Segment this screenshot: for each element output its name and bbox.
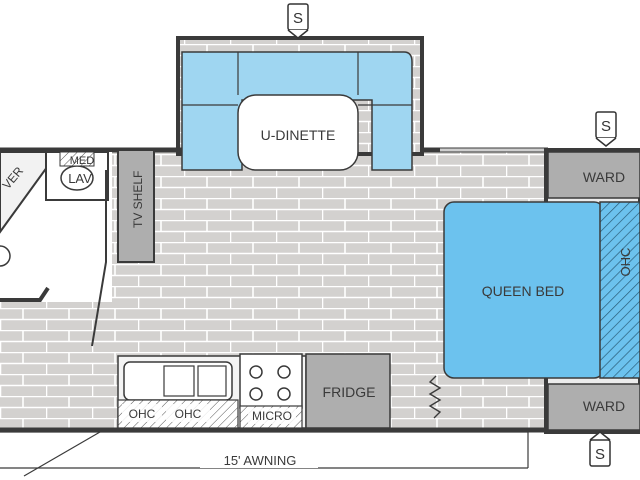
svg-text:S: S xyxy=(601,118,611,135)
ward-top xyxy=(547,151,640,199)
micro-label: MICRO xyxy=(252,409,292,423)
ward-bottom-label: WARD xyxy=(583,398,625,414)
lav-label: LAV xyxy=(68,171,92,186)
ohc-bed-label: OHC xyxy=(618,248,633,277)
slide-marker-bottom: S xyxy=(589,431,611,467)
bed-label: QUEEN BED xyxy=(482,283,564,299)
fridge: FRIDGE xyxy=(305,353,391,429)
dinette-slide: U-DINETTE xyxy=(176,36,424,171)
ohc-bed xyxy=(599,201,640,379)
awning: 15' AWNING xyxy=(0,431,529,477)
slide-marker-right: S xyxy=(595,111,617,147)
tv-shelf-label: TV SHELF xyxy=(131,171,145,228)
svg-text:S: S xyxy=(293,10,303,27)
step-marker xyxy=(428,375,442,419)
svg-text:S: S xyxy=(595,446,605,463)
ward-bottom xyxy=(547,383,640,431)
toilet xyxy=(0,245,11,267)
fridge-label: FRIDGE xyxy=(323,384,376,400)
entry-door-swing xyxy=(23,431,101,477)
exterior-walls xyxy=(0,147,548,433)
ohc-right-label: OHC xyxy=(175,407,202,421)
queen-bed: QUEEN BED OHC xyxy=(443,201,640,379)
dinette-table xyxy=(237,94,359,171)
tv-shelf: TV SHELF xyxy=(117,149,155,263)
awning-label: 15' AWNING xyxy=(224,453,297,468)
dinette-label: U-DINETTE xyxy=(261,127,336,143)
med-label: MED xyxy=(70,155,95,167)
slide-marker-top: S xyxy=(287,3,309,39)
kitchen: OHC OHC MICRO xyxy=(117,353,307,429)
ward-top-label: WARD xyxy=(583,169,625,185)
ohc-left-label: OHC xyxy=(129,407,156,421)
stove xyxy=(239,353,303,409)
bathroom: MED LAV VER xyxy=(0,151,112,347)
